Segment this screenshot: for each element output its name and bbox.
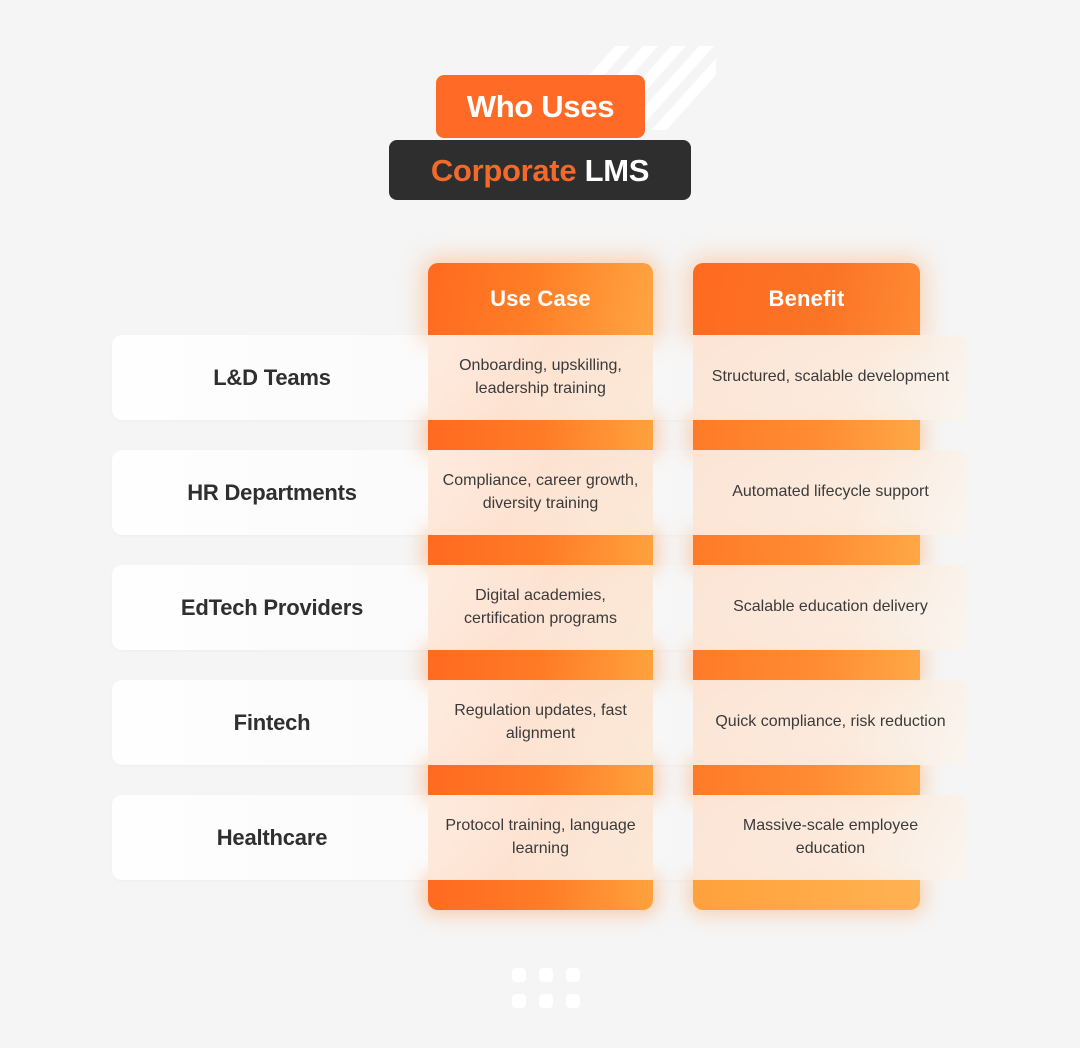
- row-bar-use-case: [428, 650, 653, 680]
- row-label: Fintech: [233, 709, 311, 735]
- row-cell-use-case-text: Compliance, career growth, diversity tra…: [442, 471, 639, 512]
- row-cell-benefit-text: Massive-scale employee education: [742, 816, 919, 857]
- title-accent-word: Corporate: [430, 152, 577, 188]
- row-cell-use-case: Digital academies, certification program…: [428, 565, 653, 650]
- column-header-benefit: Benefit: [693, 263, 920, 335]
- dot: [539, 968, 553, 982]
- row-cell-benefit: Quick compliance, risk reduction: [693, 680, 968, 765]
- column-header-use-case: Use Case: [428, 263, 653, 335]
- title-badge-secondary: Corporate LMS: [389, 140, 691, 200]
- row-label: EdTech Providers: [180, 594, 364, 620]
- row-cell-use-case: Onboarding, upskilling, leadership train…: [428, 335, 653, 420]
- row-cell-use-case: Regulation updates, fast alignment: [428, 680, 653, 765]
- row-bar-use-case: [428, 880, 653, 910]
- row-cell-use-case-text: Onboarding, upskilling, leadership train…: [459, 356, 622, 397]
- table-row: HR Departments Compliance, career growth…: [0, 450, 1080, 565]
- row-bar-use-case: [428, 420, 653, 450]
- dot: [539, 994, 553, 1008]
- dot: [566, 968, 580, 982]
- row-label: Healthcare: [216, 824, 328, 850]
- row-cell-benefit: Structured, scalable development: [693, 335, 968, 420]
- row-bar-benefit: [693, 535, 920, 565]
- row-bar-benefit: [693, 650, 920, 680]
- row-bar-benefit: [693, 765, 920, 795]
- row-cell-benefit-text: Structured, scalable development: [711, 368, 950, 386]
- row-label: L&D Teams: [213, 364, 331, 390]
- row-bar-benefit: [693, 880, 920, 910]
- title-plain-word: LMS: [576, 152, 650, 188]
- table-row: Fintech Regulation updates, fast alignme…: [0, 680, 1080, 795]
- dot: [566, 994, 580, 1008]
- dot: [512, 968, 526, 982]
- title-line-1: Who Uses: [466, 89, 615, 124]
- row-bar-benefit: [693, 420, 920, 450]
- table-row: L&D Teams Onboarding, upskilling, leader…: [0, 335, 1080, 450]
- row-cell-benefit: Automated lifecycle support: [693, 450, 968, 535]
- title-line-2: Corporate LMS: [430, 152, 650, 188]
- table-row: Healthcare Protocol training, language l…: [0, 795, 1080, 910]
- row-label: HR Departments: [187, 479, 357, 505]
- row-bar-use-case: [428, 535, 653, 565]
- table-row: EdTech Providers Digital academies, cert…: [0, 565, 1080, 680]
- row-cell-use-case: Compliance, career growth, diversity tra…: [428, 450, 653, 535]
- column-header-benefit-label: Benefit: [768, 286, 845, 311]
- row-cell-use-case-text: Regulation updates, fast alignment: [454, 701, 627, 742]
- row-cell-benefit: Scalable education delivery: [693, 565, 968, 650]
- row-cell-benefit-text: Scalable education delivery: [733, 598, 928, 616]
- row-cell-use-case-text: Digital academies, certification program…: [464, 586, 617, 627]
- row-bar-use-case: [428, 765, 653, 795]
- column-header-use-case-label: Use Case: [490, 286, 591, 311]
- row-cell-benefit: Massive-scale employee education: [693, 795, 968, 880]
- title-badge-primary: Who Uses: [436, 75, 645, 138]
- row-cell-use-case-text: Protocol training, language learning: [445, 816, 636, 857]
- dot-grid-icon: [512, 968, 580, 1008]
- row-cell-use-case: Protocol training, language learning: [428, 795, 653, 880]
- dot: [512, 994, 526, 1008]
- row-cell-benefit-text: Automated lifecycle support: [732, 483, 929, 501]
- row-cell-benefit-text: Quick compliance, risk reduction: [715, 713, 946, 731]
